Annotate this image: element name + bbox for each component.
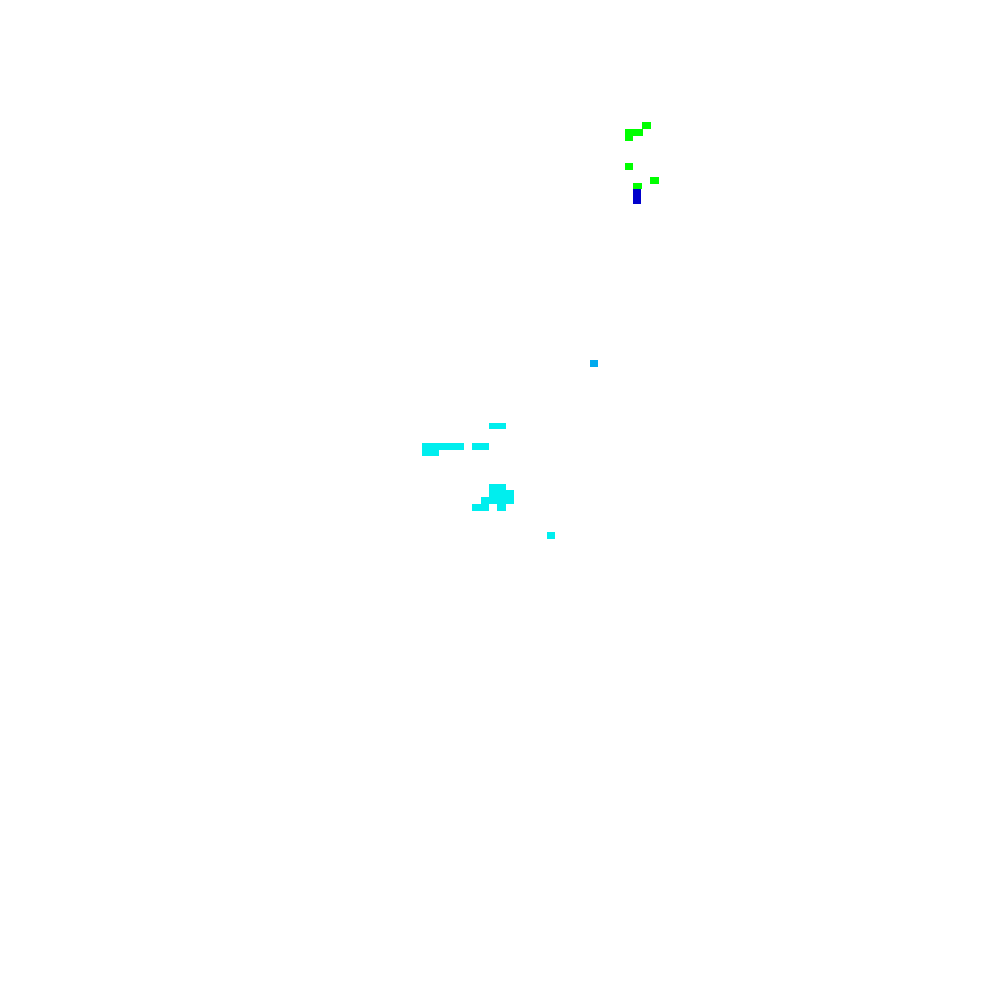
light-blue-pixel-dot (590, 360, 598, 367)
cyan-pixel (472, 443, 489, 450)
green-pixel-cluster (620, 118, 665, 208)
cyan-pixel (547, 532, 555, 539)
dark-blue-pixel (633, 189, 641, 204)
cyan-pixel (481, 497, 514, 504)
cyan-pixel (489, 484, 506, 491)
green-pixel (625, 129, 643, 136)
green-pixel (650, 177, 659, 184)
cyan-pixel (422, 449, 439, 456)
cyan-pixel (489, 490, 514, 497)
cyan-pixel (489, 423, 506, 429)
green-pixel (633, 183, 642, 189)
green-pixel (625, 135, 633, 141)
cyan-pixel-cluster (418, 418, 563, 543)
cyan-pixel (422, 443, 464, 450)
cyan-pixel (497, 504, 506, 511)
cyan-pixel (472, 504, 489, 511)
green-pixel (642, 122, 651, 129)
green-pixel (625, 163, 633, 170)
light-blue-pixel (588, 358, 600, 370)
